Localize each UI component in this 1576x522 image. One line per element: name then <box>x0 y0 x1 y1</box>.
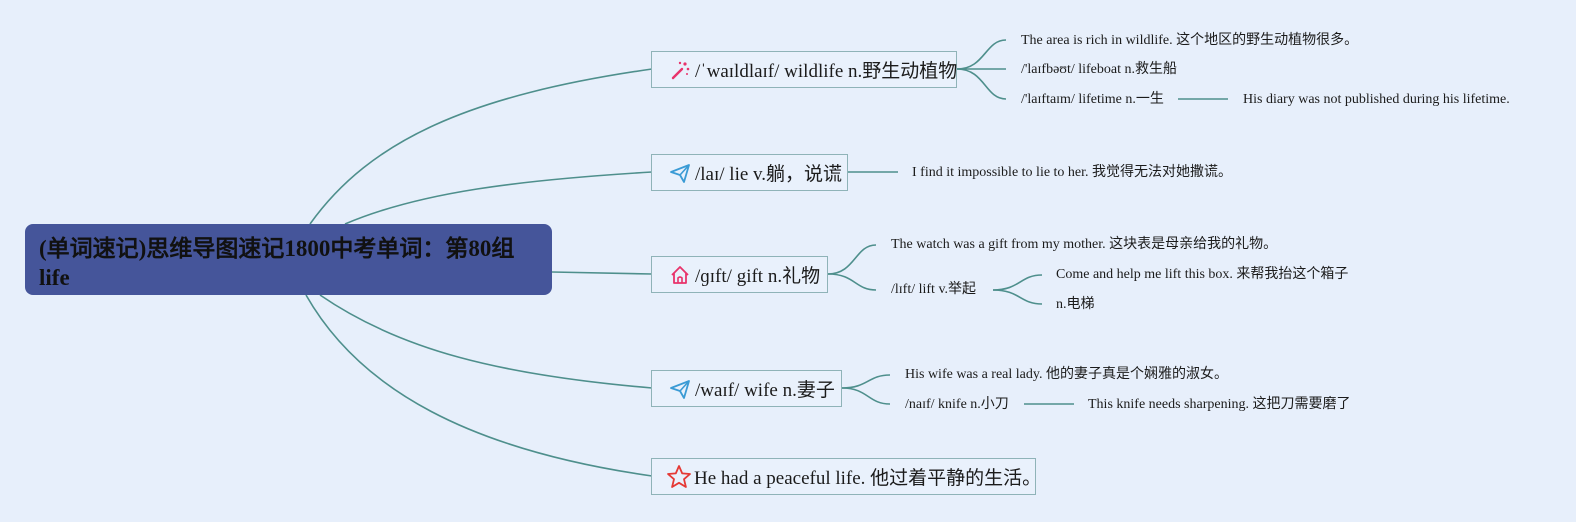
root-topic[interactable]: (单词速记)思维导图速记1800中考单词：第80组 life <box>25 224 552 295</box>
leaf-gift-example[interactable]: The watch was a gift from my mother. 这块表… <box>891 237 1278 252</box>
branch-label: /laɪ/ lie v.躺，说谎 <box>695 164 843 185</box>
branch-label: /ɡɪft/ gift n.礼物 <box>695 266 821 287</box>
magic-wand-icon <box>669 59 691 81</box>
leaf-lifetime-example[interactable]: His diary was not published during his l… <box>1243 92 1510 107</box>
connector-root-gift <box>551 271 653 275</box>
branch-lie[interactable]: /laɪ/ lie v.躺，说谎 <box>651 154 848 191</box>
connector-wildlife-lifetime <box>956 68 1007 100</box>
leaf-lift-elevator[interactable]: n.电梯 <box>1056 297 1095 312</box>
connector-root-wildlife <box>309 68 653 225</box>
connector-root-wife <box>319 294 653 389</box>
leaf-lifeboat[interactable]: /'laɪfbəʊt/ lifeboat n.救生船 <box>1021 62 1178 77</box>
connector-gift-watch <box>827 244 877 275</box>
connector-root-lie <box>344 171 653 225</box>
connector-wife-lady <box>841 374 891 389</box>
branch-peaceful-life[interactable]: He had a peaceful life. 他过着平静的生活。 <box>651 458 1041 495</box>
branch-label: He had a peaceful life. 他过着平静的生活。 <box>694 468 1042 489</box>
leaf-knife-example[interactable]: This knife needs sharpening. 这把刀需要磨了 <box>1088 397 1351 412</box>
branch-label: /waɪf/ wife n.妻子 <box>695 380 835 401</box>
branch-wildlife[interactable]: /ˈwaɪldlaɪf/ wildlife n.野生动植物 <box>651 51 957 88</box>
connector-lift-help <box>992 274 1043 291</box>
root-title-line1: (单词速记)思维导图速记1800中考单词：第80组 <box>39 236 515 261</box>
root-title-line2: life <box>39 265 70 290</box>
leaf-knife[interactable]: /naɪf/ knife n.小刀 <box>905 397 1009 412</box>
leaf-wildlife-example[interactable]: The area is rich in wildlife. 这个地区的野生动植物… <box>1021 33 1359 48</box>
connector-wife-knife <box>841 387 891 405</box>
leaf-lie-example[interactable]: I find it impossible to lie to her. 我觉得无… <box>912 165 1233 180</box>
branch-gift[interactable]: /ɡɪft/ gift n.礼物 <box>651 256 828 293</box>
branch-label: /ˈwaɪldlaɪf/ wildlife n.野生动植物 <box>695 61 958 82</box>
connector-gift-lift <box>827 273 877 291</box>
leaf-wife-example[interactable]: His wife was a real lady. 他的妻子真是个娴雅的淑女。 <box>905 367 1228 382</box>
leaf-lifetime[interactable]: /'laɪftaɪm/ lifetime n.一生 <box>1021 92 1164 107</box>
leaf-lift-example[interactable]: Come and help me lift this box. 来帮我抬这个箱子 <box>1056 267 1349 282</box>
connector-root-peaceful <box>305 294 653 477</box>
connector-wildlife-area <box>956 39 1007 70</box>
connector-lift-elevator <box>992 289 1043 305</box>
paper-plane-icon <box>669 378 691 400</box>
home-icon <box>669 264 691 286</box>
leaf-lift[interactable]: /lɪft/ lift v.举起 <box>891 282 977 297</box>
branch-wife[interactable]: /waɪf/ wife n.妻子 <box>651 370 842 407</box>
star-icon <box>666 464 692 490</box>
paper-plane-icon <box>669 162 691 184</box>
